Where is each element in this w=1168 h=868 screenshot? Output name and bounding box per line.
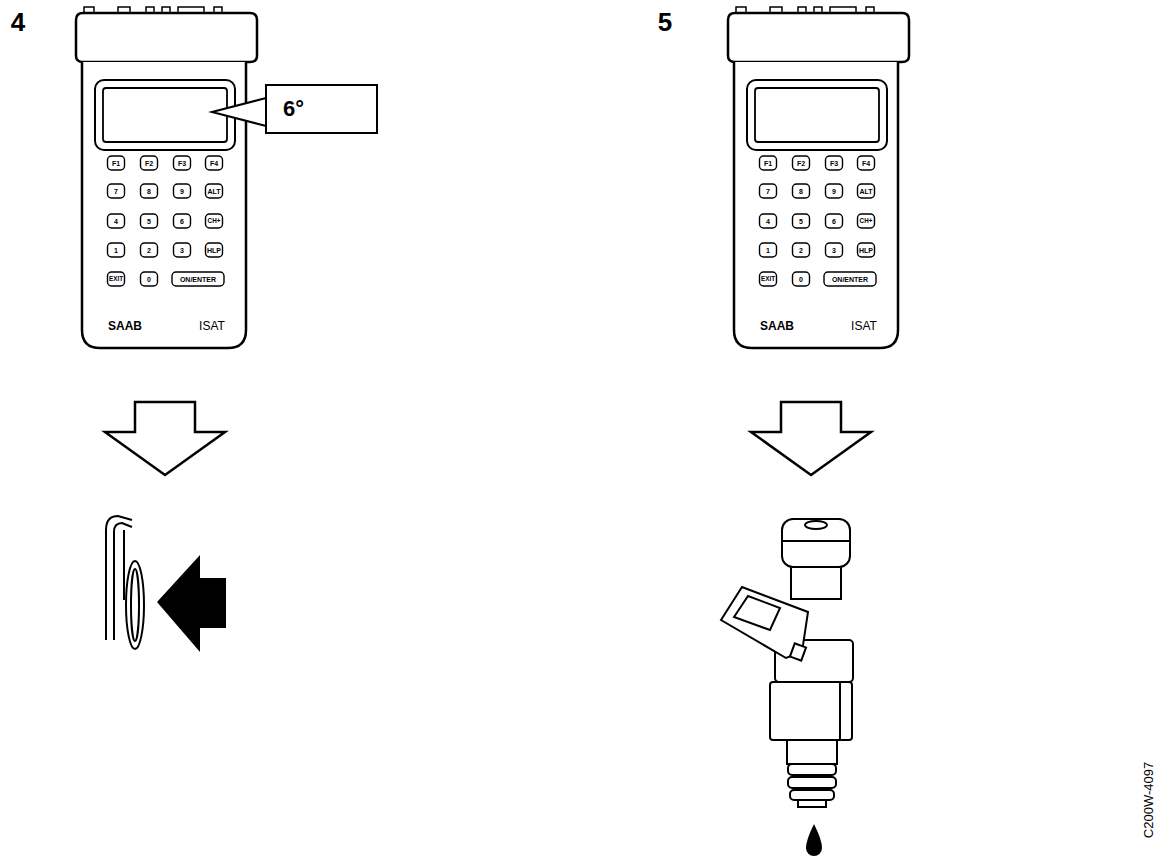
key-label: F4 (210, 160, 218, 167)
key-label: 8 (147, 188, 151, 195)
key-label: 6 (832, 218, 836, 225)
model-label: ISAT (851, 320, 877, 332)
fuel-drop (806, 824, 822, 856)
key-label: F3 (830, 160, 838, 167)
key-label: 6 (180, 218, 184, 225)
brand-label: SAAB (108, 320, 142, 332)
key-label: EXIT (109, 276, 123, 282)
key-label: ALT (207, 188, 220, 195)
key-label: 1 (766, 247, 770, 254)
key-label: HLP (207, 247, 221, 254)
key-label: 4 (766, 218, 770, 225)
key-label: 9 (832, 188, 836, 195)
key-label: 4 (114, 218, 118, 225)
callout-value: 6° (283, 98, 304, 120)
key-label: ON/ENTER (832, 276, 868, 283)
isat-tester (728, 7, 909, 348)
key-label: 0 (799, 276, 803, 283)
key-label: ALT (859, 188, 872, 195)
callout-pointer (212, 98, 266, 126)
key-label: 7 (114, 188, 118, 195)
key-label: F1 (764, 160, 772, 167)
brand-label: SAAB (760, 320, 794, 332)
step-arrow (105, 402, 225, 475)
key-label: 8 (799, 188, 803, 195)
step-number: 5 (658, 9, 672, 35)
key-label: 5 (147, 218, 151, 225)
key-label: CH+ (208, 218, 221, 224)
fuel-injector (721, 519, 853, 807)
probe-clip (106, 516, 144, 649)
key-label: ON/ENTER (180, 276, 216, 283)
key-label: 2 (147, 247, 151, 254)
isat-tester (76, 7, 257, 348)
key-label: F3 (178, 160, 186, 167)
key-label: EXIT (761, 276, 775, 282)
step-number: 4 (11, 9, 25, 35)
model-label: ISAT (199, 320, 225, 332)
key-label: F4 (862, 160, 870, 167)
key-label: F2 (797, 160, 805, 167)
key-label: F2 (145, 160, 153, 167)
callout-box: 6° (265, 84, 378, 134)
step-arrow (751, 402, 871, 475)
key-label: F1 (112, 160, 120, 167)
key-label: CH+ (860, 218, 873, 224)
key-label: HLP (859, 247, 873, 254)
figure-code: C200W-4097 (1142, 762, 1155, 838)
key-label: 1 (114, 247, 118, 254)
key-label: 9 (180, 188, 184, 195)
key-label: 3 (832, 247, 836, 254)
key-label: 0 (147, 276, 151, 283)
key-label: 5 (799, 218, 803, 225)
key-label: 2 (799, 247, 803, 254)
key-label: 3 (180, 247, 184, 254)
key-label: 7 (766, 188, 770, 195)
push-arrow (157, 555, 226, 652)
